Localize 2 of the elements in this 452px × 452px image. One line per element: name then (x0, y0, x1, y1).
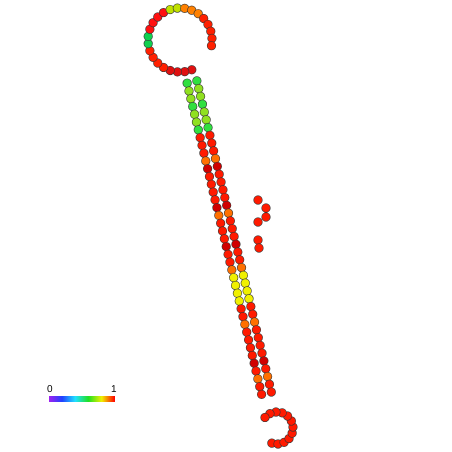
scale-min-label: 0 (47, 385, 53, 395)
scale-max-label: 1 (111, 385, 117, 395)
